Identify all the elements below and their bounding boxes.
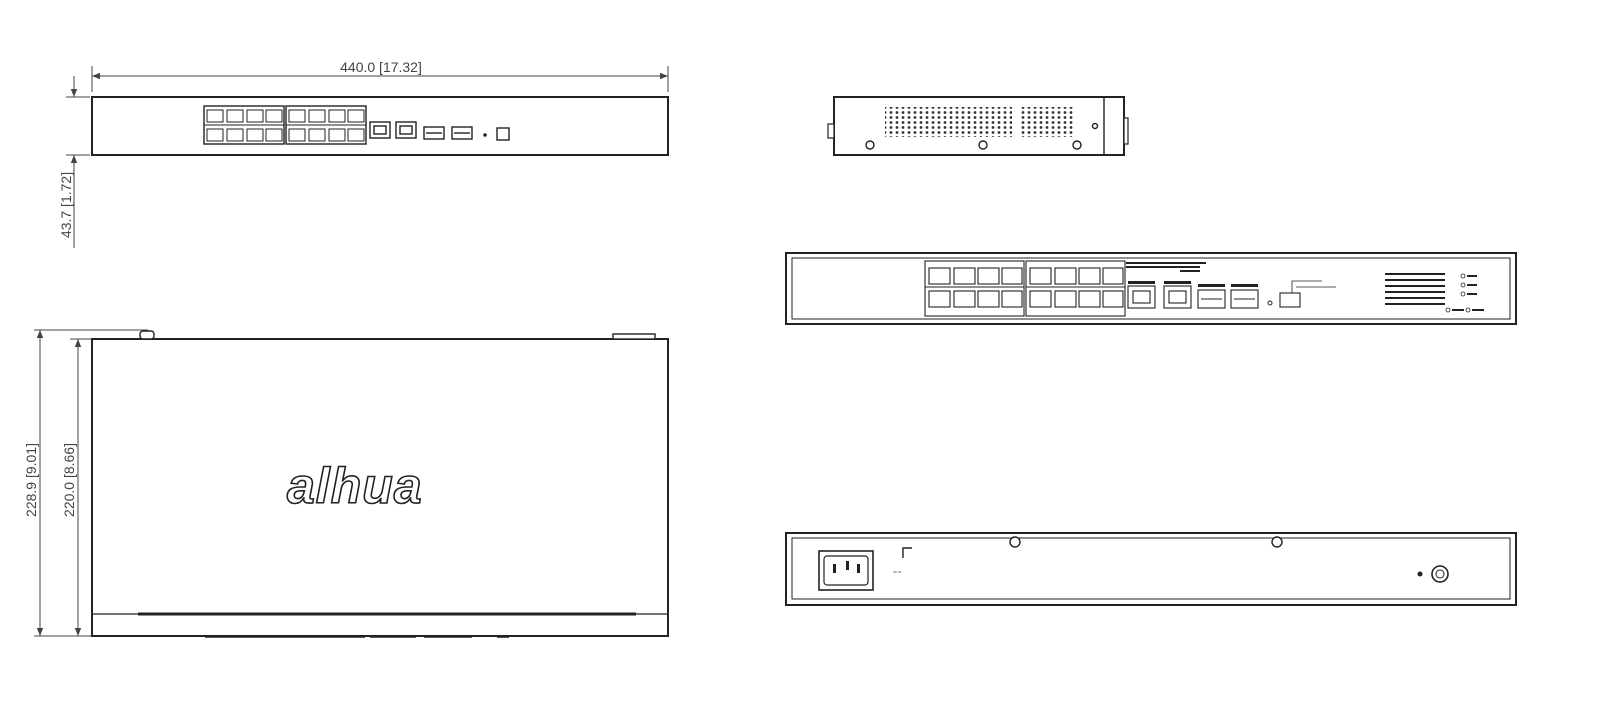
top-view: 228.9 [9.01] 220.0 [8.66] alhua bbox=[23, 329, 669, 638]
uplink-rj45-ports bbox=[369, 121, 417, 139]
side-vent-grille bbox=[885, 107, 1073, 137]
led-indicator-matrix bbox=[1385, 273, 1484, 311]
brand-logo: alhua bbox=[286, 457, 423, 515]
dip-switch bbox=[496, 127, 510, 141]
detail-port-labels bbox=[1126, 262, 1258, 287]
rj45-port-block-left bbox=[203, 105, 285, 145]
panel-outer bbox=[785, 252, 1517, 325]
height-label: 43.7 [1.72] bbox=[58, 172, 74, 238]
depth-overall-label: 228.9 [9.01] bbox=[23, 443, 39, 517]
led-indicators bbox=[1445, 273, 1471, 313]
detail-dip-leader bbox=[1291, 280, 1336, 293]
reset-button bbox=[483, 133, 487, 137]
side-rear-protrusion bbox=[1123, 117, 1129, 145]
detail-rj45-bank-1 bbox=[924, 260, 1025, 317]
rj45-port-block-right bbox=[285, 105, 367, 145]
power-inlet-label: AC IN bbox=[893, 570, 901, 574]
depth-body-label: 220.0 [8.66] bbox=[61, 443, 77, 517]
depth-overall-dimension: 228.9 [9.01] bbox=[23, 329, 148, 637]
brand-logo-text: alhua bbox=[287, 458, 423, 514]
panel-inner bbox=[791, 257, 1511, 320]
grounding-hole bbox=[1417, 571, 1423, 577]
rear-outer bbox=[785, 532, 1517, 606]
front-view: 440.0 [17.32] 43.7 [1.72] bbox=[58, 59, 669, 248]
height-dimension: 43.7 [1.72] bbox=[58, 76, 90, 248]
rear-screws bbox=[1009, 536, 1283, 548]
side-power-protrusion bbox=[827, 123, 835, 139]
rear-power-protrusion bbox=[139, 330, 155, 340]
detail-reset bbox=[1267, 300, 1273, 306]
rear-panel: AC IN bbox=[785, 532, 1517, 606]
power-inlet bbox=[818, 550, 874, 591]
front-panel-detail bbox=[785, 252, 1517, 325]
detail-rj45-bank-2 bbox=[1025, 260, 1126, 317]
grounding-screw bbox=[1431, 565, 1449, 583]
sfp-ports bbox=[423, 126, 473, 140]
detail-dip-switch bbox=[1279, 292, 1301, 308]
depth-body-dimension: 220.0 [8.66] bbox=[61, 338, 92, 636]
detail-uplink-ports bbox=[1127, 285, 1259, 309]
rear-corner-mark bbox=[902, 547, 912, 558]
width-label: 440.0 [17.32] bbox=[340, 59, 422, 75]
side-view bbox=[827, 96, 1129, 156]
rear-ground-protrusion bbox=[612, 333, 656, 340]
top-chassis bbox=[91, 338, 669, 637]
rear-inner bbox=[791, 537, 1511, 600]
width-dimension: 440.0 [17.32] bbox=[91, 59, 669, 92]
side-screws bbox=[865, 122, 1099, 150]
